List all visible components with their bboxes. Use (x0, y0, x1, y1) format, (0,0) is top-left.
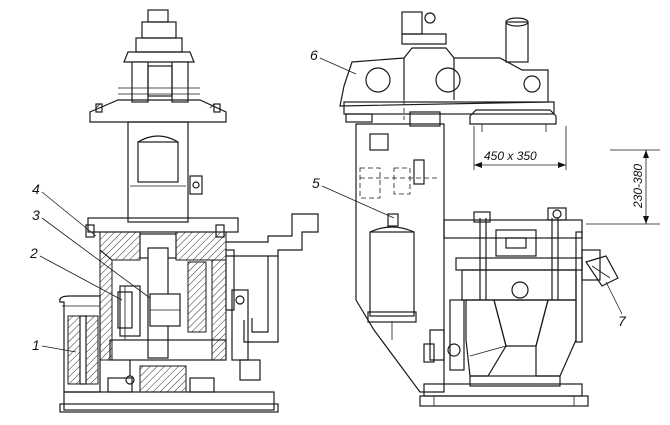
callout-1: 1 (32, 337, 77, 353)
top-clamp (89, 9, 227, 123)
dimension-opening: 450 x 350 (473, 126, 567, 170)
callout-5-label: 5 (312, 175, 320, 191)
dimension-height: 230-380 (586, 149, 660, 225)
callout-2-label: 2 (29, 245, 38, 261)
dimension-height-label: 230-380 (631, 164, 645, 209)
callout-4: 4 (32, 181, 97, 237)
callout-1-label: 1 (32, 337, 40, 353)
callout-7: 7 (605, 281, 627, 329)
right-base (419, 383, 589, 407)
callout-3-label: 3 (32, 207, 40, 223)
left-assembly (59, 9, 319, 413)
callout-5: 5 (312, 175, 395, 219)
left-base (59, 365, 279, 413)
callout-6: 6 (310, 47, 357, 75)
callout-3: 3 (32, 207, 151, 299)
dimension-opening-label: 450 x 350 (484, 149, 537, 163)
lever-housing-part-6 (339, 11, 557, 132)
column (127, 121, 203, 223)
cylinder-part-1 (59, 295, 101, 393)
side-bracket (225, 213, 319, 381)
callout-7-label: 7 (618, 313, 627, 329)
right-assembly (339, 11, 619, 407)
gearbox-mechanism (443, 207, 619, 387)
callout-4-label: 4 (32, 181, 40, 197)
callout-6-label: 6 (310, 47, 318, 63)
housing (85, 217, 239, 385)
callout-2: 2 (29, 245, 123, 301)
frame-part-5 (355, 111, 461, 393)
